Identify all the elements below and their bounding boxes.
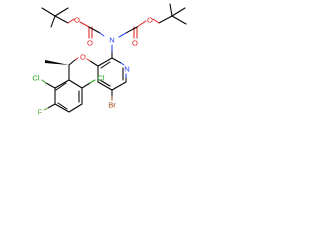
oxygen-label-carbonyl-left: O	[87, 39, 93, 48]
bond-c-o-ether	[89, 60, 99, 67]
tert-butyl-group-left	[41, 7, 69, 28]
bond-c-cl-right	[81, 82, 91, 89]
bond-carbonyl-left-link	[88, 26, 101, 34]
tert-butyl-group-right	[158, 3, 187, 25]
bond-o-ether-ch	[74, 57, 79, 61]
oxygen-label-ether: O	[80, 53, 86, 62]
bond-carbonyl-left-n	[99, 32, 105, 37]
bond-o-carbonyl-right	[136, 20, 147, 28]
oxygen-label-carbonyl-right: O	[132, 39, 138, 48]
chlorine-label-right: Cl	[97, 74, 104, 83]
bond-o-ch	[68, 59, 76, 66]
bond-tbu-o-right	[152, 18, 160, 24]
aryl-ring	[54, 79, 83, 113]
fluorine-label: F	[38, 108, 43, 117]
bond-cl-right	[89, 79, 96, 84]
pyridine-ring	[97, 57, 127, 91]
bond-c-cl-left	[45, 82, 56, 89]
stereo-wedge-methyl	[45, 60, 69, 65]
bond-f	[43, 107, 49, 111]
bond-o-ether-ring	[86, 58, 91, 62]
bond-o-carbonyl-left	[79, 21, 90, 28]
chemical-structure: O O O O N N O Br Cl Cl F	[32, 3, 187, 117]
bond-tbu-o-left	[67, 18, 75, 24]
bond-carbonyl-right-n	[118, 32, 127, 38]
bond-cl-left	[41, 79, 47, 84]
oxygen-label-ester-left: O	[74, 16, 80, 25]
nitrogen-label-pyridine: N	[124, 65, 129, 74]
chlorine-label-left: Cl	[32, 74, 39, 83]
bond-c-f	[47, 103, 56, 109]
bromine-label: Br	[108, 101, 116, 110]
nitrogen-label-imide: N	[109, 36, 114, 45]
bond-carbonyl-right-link	[125, 26, 138, 34]
oxygen-label-ester-right: O	[147, 16, 153, 25]
